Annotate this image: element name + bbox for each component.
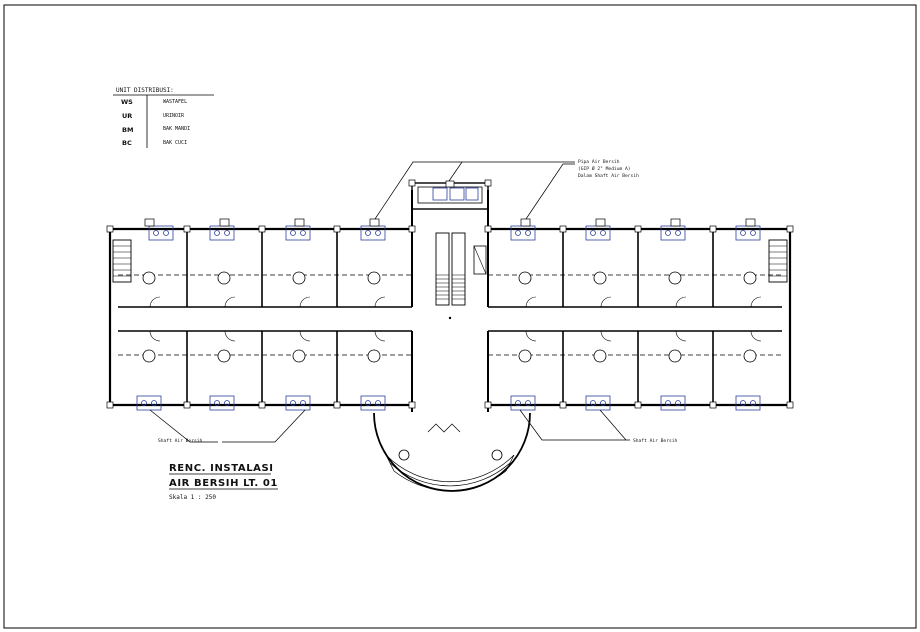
sheet-border [3, 4, 917, 629]
callout-shaft-left: Shaft Air Bersih [158, 438, 202, 444]
callout-leaders [149, 161, 630, 443]
callout-pipe-line2: (GIP Ø 2" Medium A) [578, 165, 631, 172]
legend-code-bm: BM [122, 126, 133, 134]
legend-code-ws: WS [121, 98, 133, 106]
distribution-legend: UNIT DISTRIBUSI: WS WASTAFEL UR URINOIR … [113, 87, 214, 148]
legend-desc-bm: BAK MANDI [163, 126, 190, 132]
legend-desc-bc: BAK CUCI [163, 140, 187, 146]
callout-pipe-line3: Dalam Shaft Air Bersih [578, 173, 639, 179]
drawing-scale: Skala 1 : 250 [169, 494, 216, 501]
drawing-title-line2: AIR BERSIH LT. 01 [169, 478, 278, 489]
legend-code-ur: UR [122, 112, 132, 120]
fixture-groups [136, 187, 761, 411]
floor-plan [106, 179, 794, 492]
title-block: RENC. INSTALASI AIR BERSIH LT. 01 Skala … [169, 463, 278, 501]
callout-pipe-line1: Pipa Air Bersih [578, 159, 620, 165]
legend-desc-ur: URINOIR [163, 113, 185, 119]
callout-shaft-right: Shaft Air Bersih [633, 438, 677, 444]
drawing-title-line1: RENC. INSTALASI [169, 463, 274, 474]
legend-desc-ws: WASTAFEL [163, 99, 187, 105]
legend-title: UNIT DISTRIBUSI: [116, 87, 174, 94]
legend-code-bc: BC [122, 139, 132, 147]
